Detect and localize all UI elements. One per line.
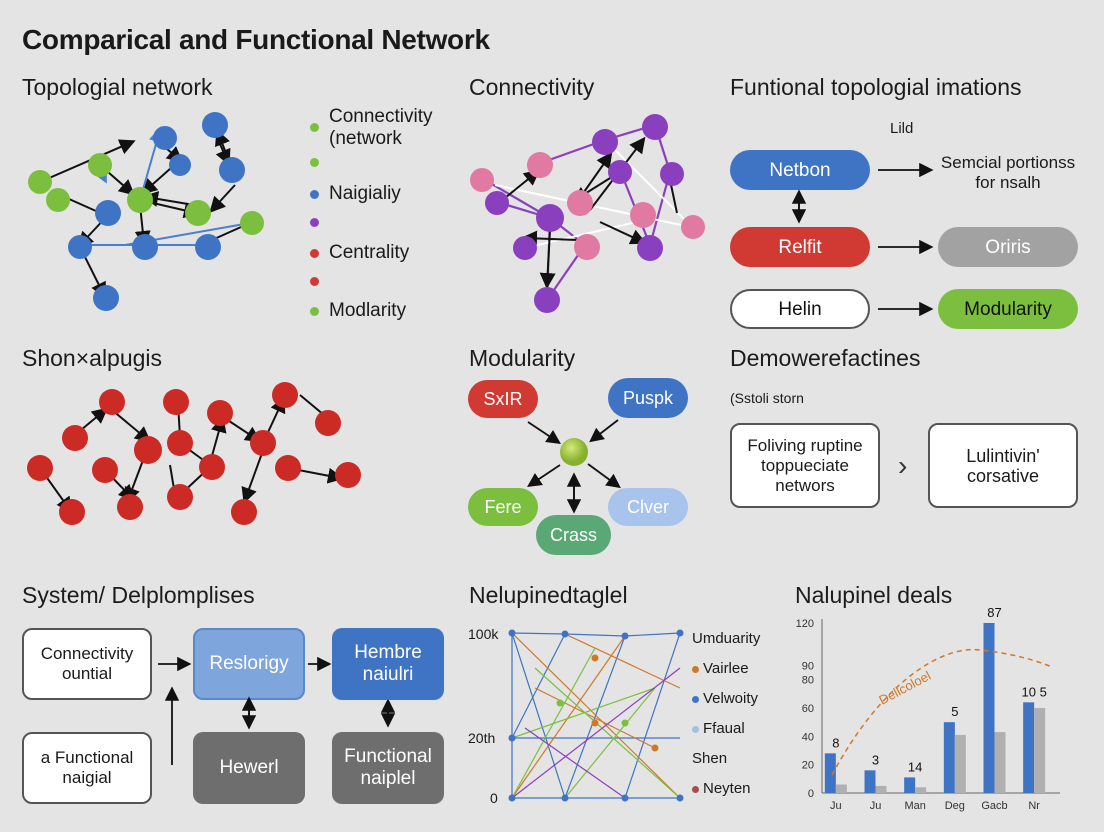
x-tick-label: Gacb: [981, 800, 1007, 812]
page-title: Comparical and Functional Network: [22, 24, 490, 55]
functional-naigial-box: a Functional naigial: [22, 732, 152, 804]
x-tick-label: Man: [904, 800, 925, 812]
legend-dot: [310, 123, 319, 132]
relfit-node: Relfit: [730, 227, 870, 267]
data-label: 87: [987, 605, 1001, 620]
section-title-connectivity: Connectivity: [469, 74, 595, 100]
legend-dot: [692, 726, 699, 733]
section-title-modularity: Modularity: [469, 345, 576, 371]
section-title-functional: Funtional topologial imations: [730, 74, 1022, 100]
bar: [1034, 708, 1046, 793]
section-title-demower: Demowerefactines: [730, 345, 921, 371]
sxir-node: SxIR: [468, 380, 538, 418]
bar: [875, 785, 887, 793]
x-tick-label: Ju: [870, 800, 882, 812]
legend-dot: [692, 666, 699, 673]
connectivity-ountial-box: Connectivity ountial: [22, 628, 152, 700]
functional-flow-arrows: [791, 162, 934, 317]
hembre-double-arrow: [380, 700, 396, 728]
bar: [904, 777, 916, 793]
netbon-node: Netbon: [730, 150, 870, 190]
y-label-top: 100k: [468, 626, 499, 642]
helin-node: Helin: [730, 289, 870, 329]
data-label: 8: [832, 735, 839, 750]
system-flow-arrows: [158, 656, 332, 765]
bar: [864, 770, 876, 793]
bar: [994, 732, 1006, 793]
legend-dot: [310, 218, 319, 227]
y-tick-label: 60: [802, 703, 814, 715]
modularity-hub-arrows: [527, 419, 621, 514]
bar: [915, 787, 927, 793]
crass-node: Crass: [536, 515, 611, 555]
section-title-nalupinal: Nalupinel deals: [795, 582, 953, 608]
legend-dot: [692, 696, 699, 703]
legend-item-vairlee: Vairlee: [692, 654, 792, 684]
data-label: 3: [872, 752, 879, 767]
legend-item-neyten: Neyten: [692, 774, 792, 804]
modularity-node: Modularity: [938, 289, 1078, 329]
section-title-system: System/ Delplomplises: [22, 582, 255, 608]
semcial-text: Semcial portionss for nsalh: [940, 153, 1076, 192]
y-label-mid: 20th: [468, 730, 496, 746]
legend-item-shen: Shen: [692, 750, 728, 767]
y-label-bottom: 0: [490, 790, 498, 806]
y-tick-label: 20: [802, 760, 814, 772]
data-label: 14: [908, 759, 922, 774]
x-tick-label: Deg: [945, 800, 965, 812]
data-label: 10 5: [1022, 684, 1047, 699]
hewerl-box: Hewerl: [193, 732, 305, 804]
topological-network-graph: [28, 112, 264, 311]
legend-dot: [310, 277, 319, 286]
legend-dot: [310, 158, 319, 167]
y-tick-label: 40: [802, 731, 814, 743]
trend-annotation: Dellcoloel: [876, 668, 933, 708]
functional-top-label: Lild: [890, 120, 914, 137]
hub-node: [560, 438, 588, 466]
section-title-shon: Shon×alpugis: [22, 345, 163, 371]
connectivity-network-graph: [470, 114, 705, 313]
oriris-node: Oriris: [938, 227, 1078, 267]
nelupined-web-plot: [508, 629, 684, 802]
fere-node: Fere: [468, 488, 538, 526]
legend-dot: [310, 307, 319, 316]
bar: [1023, 702, 1035, 793]
puspk-node: Puspk: [608, 378, 688, 418]
legend-dot: [692, 786, 699, 793]
y-tick-label: 0: [808, 788, 814, 800]
bar: [954, 734, 966, 793]
x-tick-label: Ju: [830, 800, 842, 812]
x-tick-label: Nr: [1028, 800, 1040, 812]
trend-line: [831, 648, 1053, 776]
bar: [824, 753, 836, 793]
demower-box-2: Lulintivin' corsative: [928, 423, 1078, 508]
bar: [835, 784, 847, 793]
bar: [983, 623, 995, 793]
nelupined-legend: Umduarity Vairlee Velwoity Ffaual Shen N…: [692, 624, 792, 804]
y-tick-label: 120: [796, 618, 814, 630]
legend-dot: [310, 190, 319, 199]
legend-dot: [310, 249, 319, 258]
legend-item-ffaual: Ffaual: [692, 714, 792, 744]
bar: [943, 722, 955, 793]
section-title-topological: Topologial network: [22, 74, 213, 100]
legend-item-velwoity: Velwoity: [692, 684, 792, 714]
y-tick-label: 80: [802, 675, 814, 687]
y-tick-label: 90: [802, 661, 814, 673]
chevron-right-icon: ›: [898, 450, 908, 481]
legend-item-umduarity: Umduarity: [692, 630, 761, 647]
hembre-box: Hembre naiulri: [332, 628, 444, 700]
shon-network-graph: [27, 382, 361, 525]
demower-caption: (Sstoli storn: [730, 390, 804, 406]
section-title-nelupined: Nelupinedtaglel: [469, 582, 628, 608]
functional-naiplel-box: Functional naiplel: [332, 732, 444, 804]
data-label: 5: [951, 704, 958, 719]
clver-node: Clver: [608, 488, 688, 526]
demower-box-1: Foliving ruptine toppueciate networs: [730, 423, 880, 508]
